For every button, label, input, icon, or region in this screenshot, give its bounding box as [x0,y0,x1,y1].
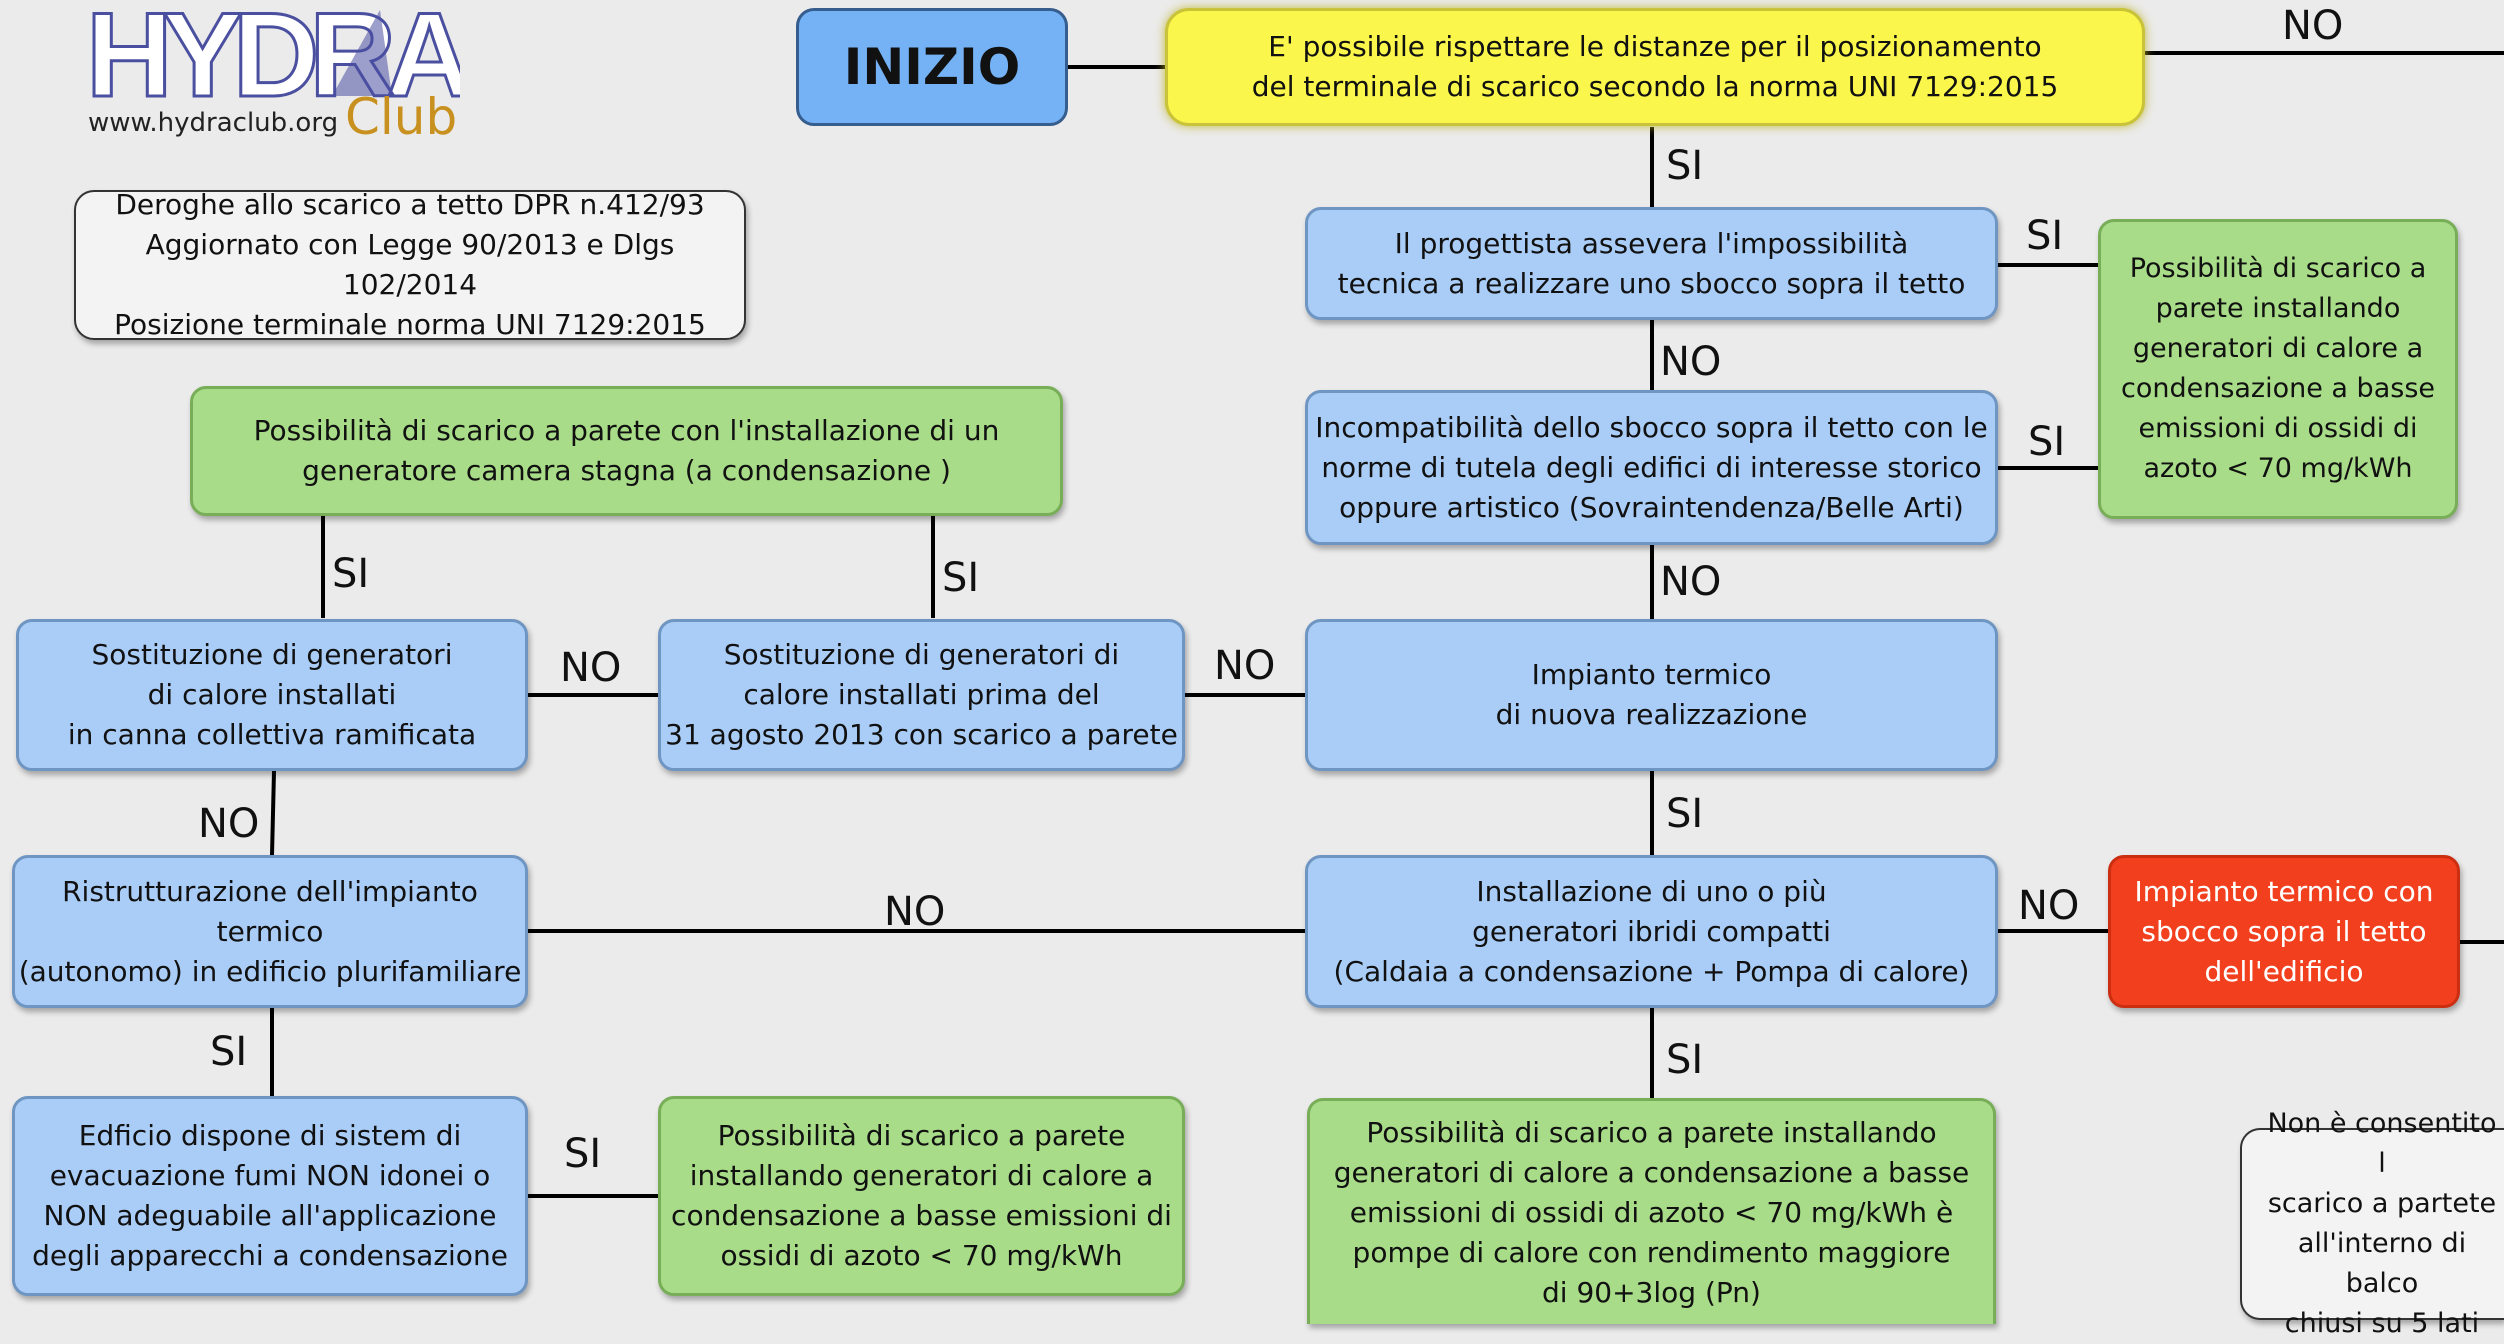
label-si-sealed-left: SI [332,551,370,597]
hydra-wordmark: HYDRA [85,0,461,110]
label-si-historic: SI [2028,419,2066,465]
label-si-designer: SI [2026,213,2064,259]
label-si-unsuitable: SI [564,1131,602,1177]
question-unsuitable-flue: Edficio dispone di sistem di evacuazione… [12,1096,528,1296]
regulation-info-box: Deroghe allo scarico a tetto DPR n.412/9… [74,188,746,341]
label-si-new-plant: SI [1666,791,1704,837]
start-node: INIZIO [796,8,1068,126]
outcome-wall-lowemission-mid: Possibilità di scarico a parete installa… [658,1096,1185,1296]
question-distances: E' possibile rispettare le distanze per … [1165,8,2145,126]
logo-url-link[interactable]: www.hydraclub.org [88,108,339,138]
question-renovation-multifamily: Ristrutturazione dell'impianto termico (… [12,855,528,1008]
logo-club-text: Club [345,88,458,146]
label-si-sealed-right: SI [942,555,980,601]
question-replacement-before-2013: Sostituzione di generatori di calore ins… [658,619,1185,771]
label-no-top: NO [2282,3,2344,49]
hydra-logo[interactable]: HYDRA Club www.hydraclub.org [80,0,480,150]
label-no-collective: NO [198,801,260,847]
label-si-hybrid: SI [1666,1037,1704,1083]
note-balcony: Non è consentito l scarico a partete all… [2240,1108,2504,1339]
question-hybrid-generators: Installazione di uno o più generatori ib… [1305,855,1998,1008]
question-new-plant: Impianto termico di nuova realizzazione [1305,619,1998,771]
question-historic-protection: Incompatibilità dello sbocco sopra il te… [1305,390,1998,545]
outcome-wall-heatpump: Possibilità di scarico a parete installa… [1307,1098,1996,1324]
label-si-distances: SI [1666,143,1704,189]
label-no-historic: NO [1660,559,1722,605]
label-no-designer: NO [1660,339,1722,385]
label-no-2013-to-collective: NO [560,645,622,691]
question-collective-flue: Sostituzione di generatori di calore ins… [16,619,528,771]
outcome-wall-sealed-chamber: Possibilità di scarico a parete con l'in… [190,386,1063,516]
question-designer-assertion: Il progettista assevera l'impossibilità … [1305,207,1998,320]
label-no-renovation: NO [884,889,946,935]
label-si-renovation: SI [210,1029,248,1075]
outcome-roof-outlet: Impianto termico con sbocco sopra il tet… [2108,855,2460,1008]
outcome-wall-lowemission-right: Possibilità di scarico a parete installa… [2098,219,2458,519]
label-no-hybrid: NO [2018,883,2080,929]
label-no-new-to-2013: NO [1214,643,1276,689]
logo-wordmark-text: HYDRA [86,0,460,110]
